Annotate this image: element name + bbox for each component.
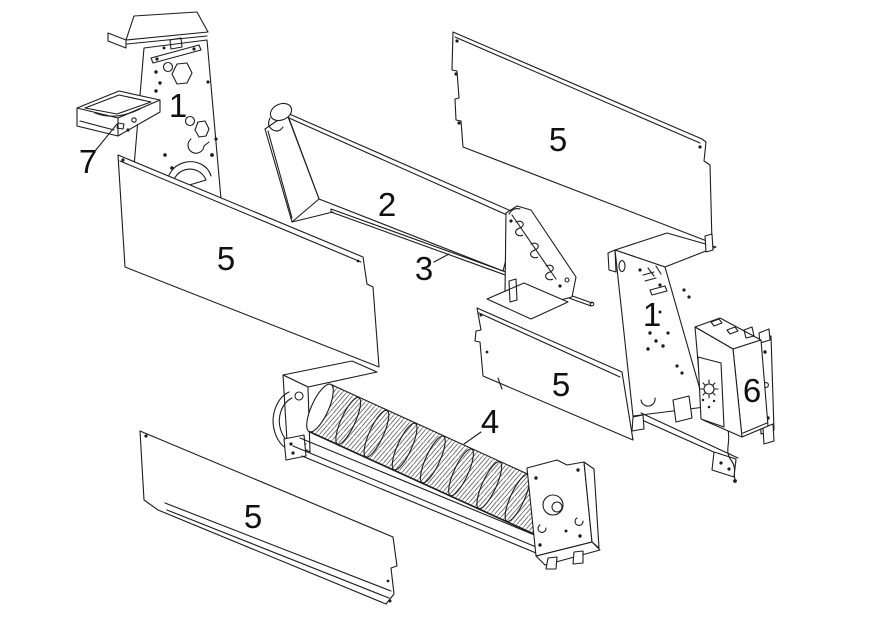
leader-part3 <box>433 253 450 263</box>
screw-dots-right <box>646 288 691 375</box>
callout-labels: 1 7 5 2 3 5 5 1 6 4 5 <box>79 87 761 535</box>
part5-mid-right-panel <box>474 307 634 441</box>
part1-right-side-bracket <box>607 232 739 483</box>
round-hole <box>162 61 174 73</box>
left-foot <box>283 434 307 461</box>
round-hole-2 <box>184 115 196 127</box>
motor-bracket <box>282 374 311 453</box>
bracket-foot-plate <box>486 282 569 320</box>
label-part2: 2 <box>378 186 396 223</box>
thermostat-panel <box>697 356 725 428</box>
bottom-notch <box>640 397 656 407</box>
hook-cutout <box>187 138 210 154</box>
base-rails <box>292 437 550 554</box>
label-part5-upper-right: 5 <box>549 121 567 158</box>
label-part7: 7 <box>79 143 97 180</box>
knob-icon <box>699 379 719 409</box>
label-part5-mid-right: 5 <box>552 366 570 403</box>
part6-control-box <box>694 317 775 445</box>
label-part3: 3 <box>415 250 433 287</box>
bracket-slot-detail <box>150 37 202 64</box>
part5-upper-left-panel <box>117 154 380 368</box>
label-part5-lower-left: 5 <box>244 498 262 535</box>
label-part4: 4 <box>481 403 499 440</box>
foot-bracket <box>672 395 693 423</box>
label-part1-left: 1 <box>169 87 187 124</box>
label-part1-right: 1 <box>643 296 661 333</box>
hex-hole-upper <box>171 62 193 85</box>
hex-hole-lower <box>194 120 210 138</box>
fan-cylinder <box>306 383 558 536</box>
base-flange <box>535 541 601 566</box>
screw-dots <box>150 46 218 170</box>
part7-drain-tray <box>76 90 161 137</box>
leader-part7 <box>90 123 118 157</box>
part2-deflector-assembly <box>264 102 595 320</box>
leader-lines <box>90 123 482 445</box>
part5-upper-right-panel <box>451 31 713 244</box>
label-part6: 6 <box>743 372 761 409</box>
right-bracket-scroll-plate <box>504 205 577 304</box>
part5-lower-left-panel <box>139 430 398 605</box>
part4-crossflow-fan <box>272 360 601 570</box>
label-part5-upper-left: 5 <box>217 240 235 277</box>
knockout-marks <box>638 265 668 296</box>
bracket-face <box>614 249 706 417</box>
leader-part4 <box>463 431 482 445</box>
wire <box>727 429 736 480</box>
roller-end <box>269 102 293 122</box>
